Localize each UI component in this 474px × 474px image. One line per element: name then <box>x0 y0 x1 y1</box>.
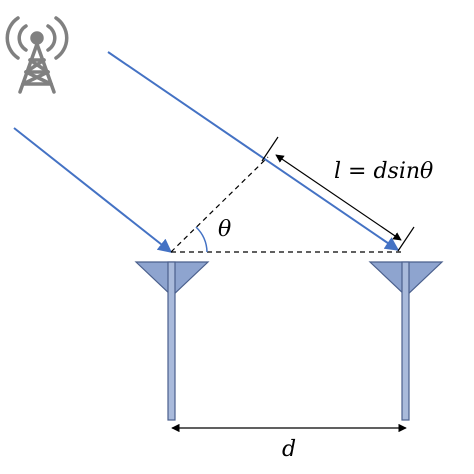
incoming-ray-left <box>13 127 173 253</box>
incoming-ray-right <box>107 51 400 251</box>
path-difference-tick-bottom <box>397 226 415 252</box>
angle-label: θ <box>218 217 231 242</box>
spacing-label: d <box>282 437 296 462</box>
radio-tower-icon <box>5 16 69 94</box>
path-difference-label: l = dsinθ <box>334 159 433 184</box>
path-difference-arrow <box>275 154 402 241</box>
path-difference-tick-top <box>261 136 279 162</box>
angle-arc <box>195 226 208 253</box>
antenna-right <box>368 261 444 421</box>
wavefront-dashed-line <box>170 156 269 253</box>
antenna-left <box>134 261 210 421</box>
